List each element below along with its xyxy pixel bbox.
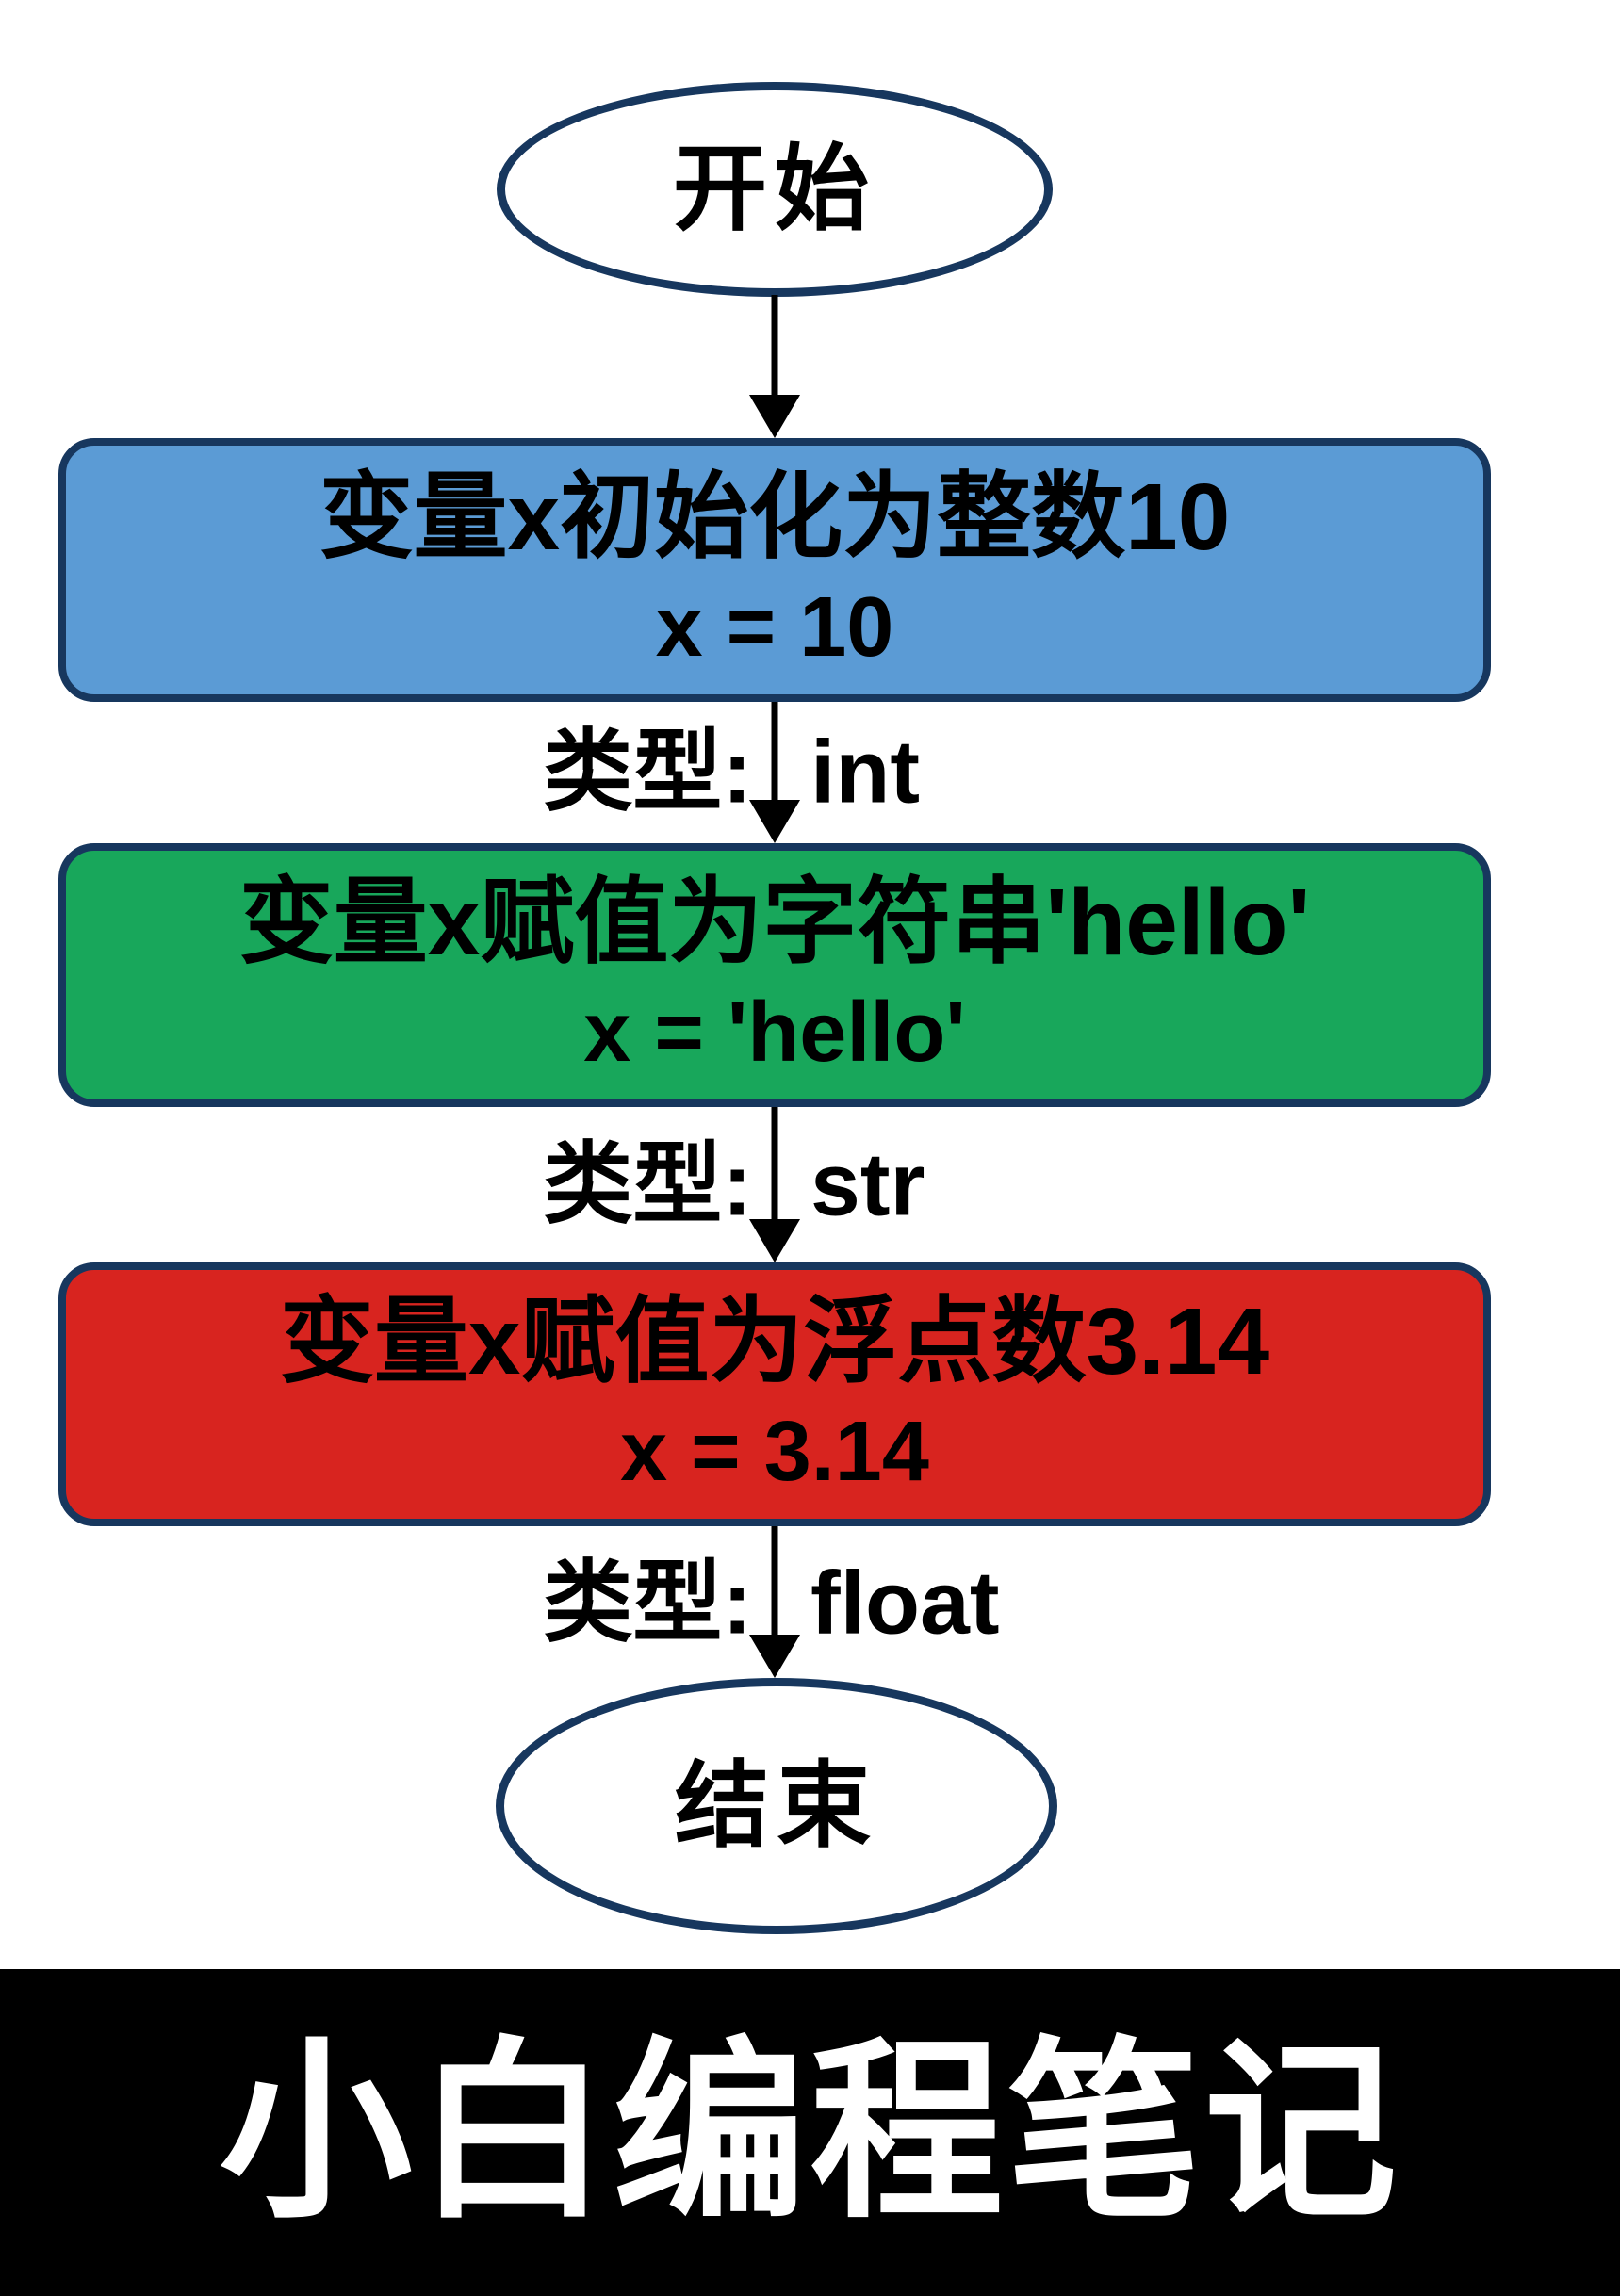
arrow-shaft xyxy=(771,1107,778,1223)
type-annotation-value-float: float xyxy=(810,1553,1000,1653)
footer-banner: 小白编程笔记 xyxy=(0,1969,1620,2296)
process-box-float-code: x = 3.14 xyxy=(620,1405,929,1499)
type-annotation-label: 类型: xyxy=(543,1134,752,1235)
footer-title: 小白编程笔记 xyxy=(219,2025,1401,2240)
arrow-shaft xyxy=(771,295,778,399)
end-label: 结束 xyxy=(675,1753,878,1859)
process-box-int-code: x = 10 xyxy=(655,580,894,675)
arrowhead-icon xyxy=(749,1219,800,1262)
start-label: 开始 xyxy=(673,137,876,242)
arrow-down-icon xyxy=(746,1526,803,1678)
end-terminal: 结束 xyxy=(496,1678,1057,1934)
arrow-down-icon xyxy=(746,702,803,843)
arrow-down-icon xyxy=(746,295,803,438)
process-box-int: 变量x初始化为整数10 x = 10 xyxy=(58,438,1491,702)
type-annotation-label: 类型: xyxy=(543,722,752,822)
arrowhead-icon xyxy=(749,1635,800,1678)
process-box-int-description: 变量x初始化为整数10 xyxy=(319,464,1231,570)
arrowhead-icon xyxy=(749,800,800,843)
arrowhead-icon xyxy=(749,395,800,438)
arrow-shaft xyxy=(771,1526,778,1638)
process-box-str: 变量x赋值为字符串'hello' x = 'hello' xyxy=(58,843,1491,1107)
arrow-shaft xyxy=(771,702,778,804)
start-terminal: 开始 xyxy=(497,82,1053,297)
process-box-str-description: 变量x赋值为字符串'hello' xyxy=(238,870,1311,975)
type-annotation-label: 类型: xyxy=(543,1553,752,1653)
type-annotation-value-int: int xyxy=(810,722,921,822)
process-box-float: 变量x赋值为浮点数3.14 x = 3.14 xyxy=(58,1262,1491,1526)
process-box-str-code: x = 'hello' xyxy=(583,985,966,1080)
type-annotation-value-str: str xyxy=(810,1134,925,1235)
arrow-down-icon xyxy=(746,1107,803,1262)
process-box-float-description: 变量x赋值为浮点数3.14 xyxy=(279,1289,1270,1394)
